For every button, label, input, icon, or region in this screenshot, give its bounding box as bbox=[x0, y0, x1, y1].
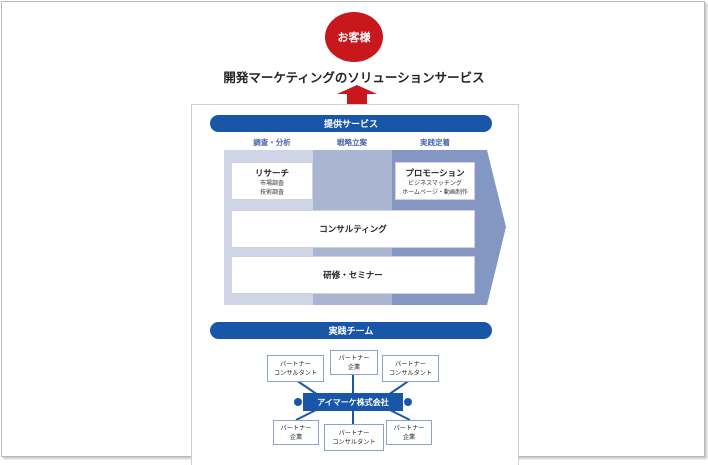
customer-label: お客様 bbox=[337, 31, 371, 44]
partner-node-line: パートナー bbox=[393, 424, 425, 432]
partner-node: パートナー企業 bbox=[273, 420, 319, 445]
partner-node-line: パートナー bbox=[280, 360, 311, 368]
consulting-box: コンサルティング bbox=[231, 210, 475, 248]
research-item: 市場調査 bbox=[259, 180, 284, 187]
research-box: リサーチ 市場調査 技術調査 bbox=[231, 162, 313, 200]
aimarke-company-node: アイマーケ株式会社 bbox=[303, 393, 403, 411]
team-title-label: 実践チーム bbox=[328, 327, 374, 337]
research-item: 技術調査 bbox=[259, 189, 284, 196]
team-title: 実践チーム bbox=[210, 322, 492, 339]
partner-node-line: パートナー bbox=[338, 429, 370, 437]
training-box: 研修・セミナー bbox=[231, 256, 475, 294]
services-title: 提供サービス bbox=[210, 115, 492, 132]
headline: 開発マーケティングのソリューションサービス bbox=[223, 70, 485, 85]
partner-node: パートナーコンサルタント bbox=[267, 355, 324, 382]
partner-node-line: コンサルタント bbox=[332, 438, 376, 446]
partner-node: パートナー企業 bbox=[386, 420, 432, 445]
promotion-title: プロモーション bbox=[405, 169, 465, 179]
aimarke-company-label: アイマーケ株式会社 bbox=[317, 397, 389, 407]
partner-node-line: コンサルタント bbox=[388, 369, 433, 377]
column-head-execution: 実践定着 bbox=[420, 138, 450, 147]
partner-node-line: 企業 bbox=[347, 363, 361, 371]
partner-node: パートナーコンサルタント bbox=[324, 424, 384, 451]
customer-circle: お客様 bbox=[325, 12, 383, 62]
services-title-label: 提供サービス bbox=[323, 120, 378, 130]
partner-node-line: パートナー bbox=[395, 360, 426, 368]
partner-node: パートナー企業 bbox=[330, 350, 378, 375]
research-title: リサーチ bbox=[254, 169, 289, 179]
partner-node-line: コンサルタント bbox=[273, 369, 318, 377]
column-head-strategy: 戦略立案 bbox=[337, 138, 367, 147]
promotion-box: プロモーション ビジネスマッチング ホームページ・動画制作 bbox=[395, 162, 475, 200]
promotion-item: ビジネスマッチング bbox=[408, 180, 462, 187]
partner-node-line: パートナー bbox=[280, 424, 312, 432]
partner-node-line: パートナー bbox=[338, 354, 370, 362]
partner-node-line: 企業 bbox=[289, 433, 303, 441]
partner-node-line: 企業 bbox=[402, 433, 416, 441]
promotion-item: ホームページ・動画制作 bbox=[402, 189, 468, 196]
column-head-research: 調査・分析 bbox=[253, 138, 291, 147]
training-label: 研修・セミナー bbox=[323, 271, 383, 281]
consulting-label: コンサルティング bbox=[319, 225, 387, 235]
partner-node: パートナーコンサルタント bbox=[382, 355, 439, 382]
up-arrow-icon bbox=[337, 85, 377, 105]
